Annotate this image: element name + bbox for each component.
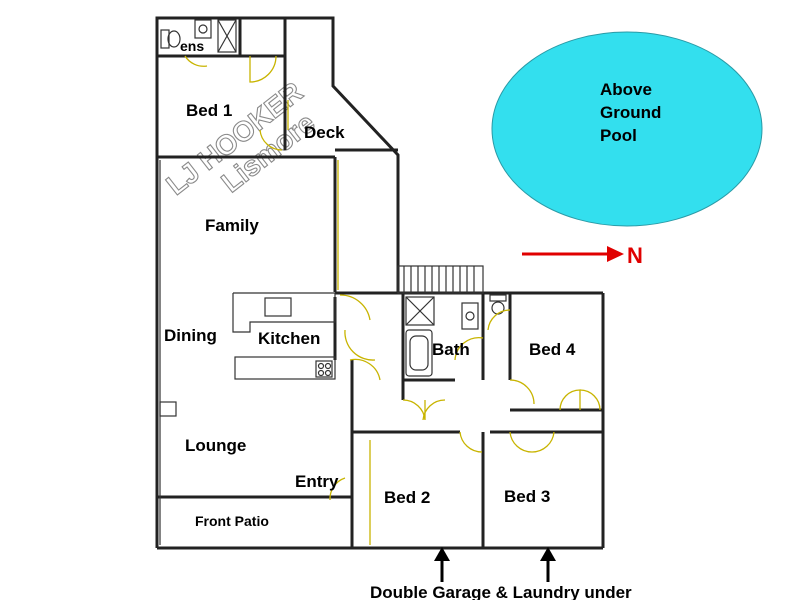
ensuite-fixtures: [160, 19, 237, 53]
heater-icon: [159, 401, 177, 417]
north-label: N: [627, 243, 643, 268]
room-label-bath: Bath: [432, 340, 470, 359]
room-label-front-patio: Front Patio: [195, 513, 269, 529]
kitchen-benches: [232, 292, 336, 380]
room-label-kitchen: Kitchen: [258, 329, 320, 348]
pool-label-line3: Pool: [600, 126, 637, 145]
pool-label-line2: Ground: [600, 103, 661, 122]
room-label-dining: Dining: [164, 326, 217, 345]
bath-fixtures: [405, 294, 507, 377]
garage-arrows: [434, 547, 556, 582]
stairs: [397, 265, 484, 294]
pool-shape: [491, 31, 763, 227]
garage-note: Double Garage & Laundry under: [370, 583, 632, 600]
room-label-family: Family: [205, 216, 259, 235]
room-label-bed1: Bed 1: [186, 101, 232, 120]
room-label-lounge: Lounge: [185, 436, 246, 455]
room-label-deck: Deck: [304, 123, 345, 142]
doors: [184, 55, 601, 545]
pool-label-line1: Above: [600, 80, 652, 99]
room-label-ens: ens: [180, 38, 204, 54]
room-label-bed2: Bed 2: [384, 488, 430, 507]
watermark: LJ HOOKER Lismore: [160, 75, 321, 201]
north-arrow: [522, 246, 624, 262]
room-label-bed4: Bed 4: [529, 340, 576, 359]
room-label-entry: Entry: [295, 472, 339, 491]
room-label-bed3: Bed 3: [504, 487, 550, 506]
